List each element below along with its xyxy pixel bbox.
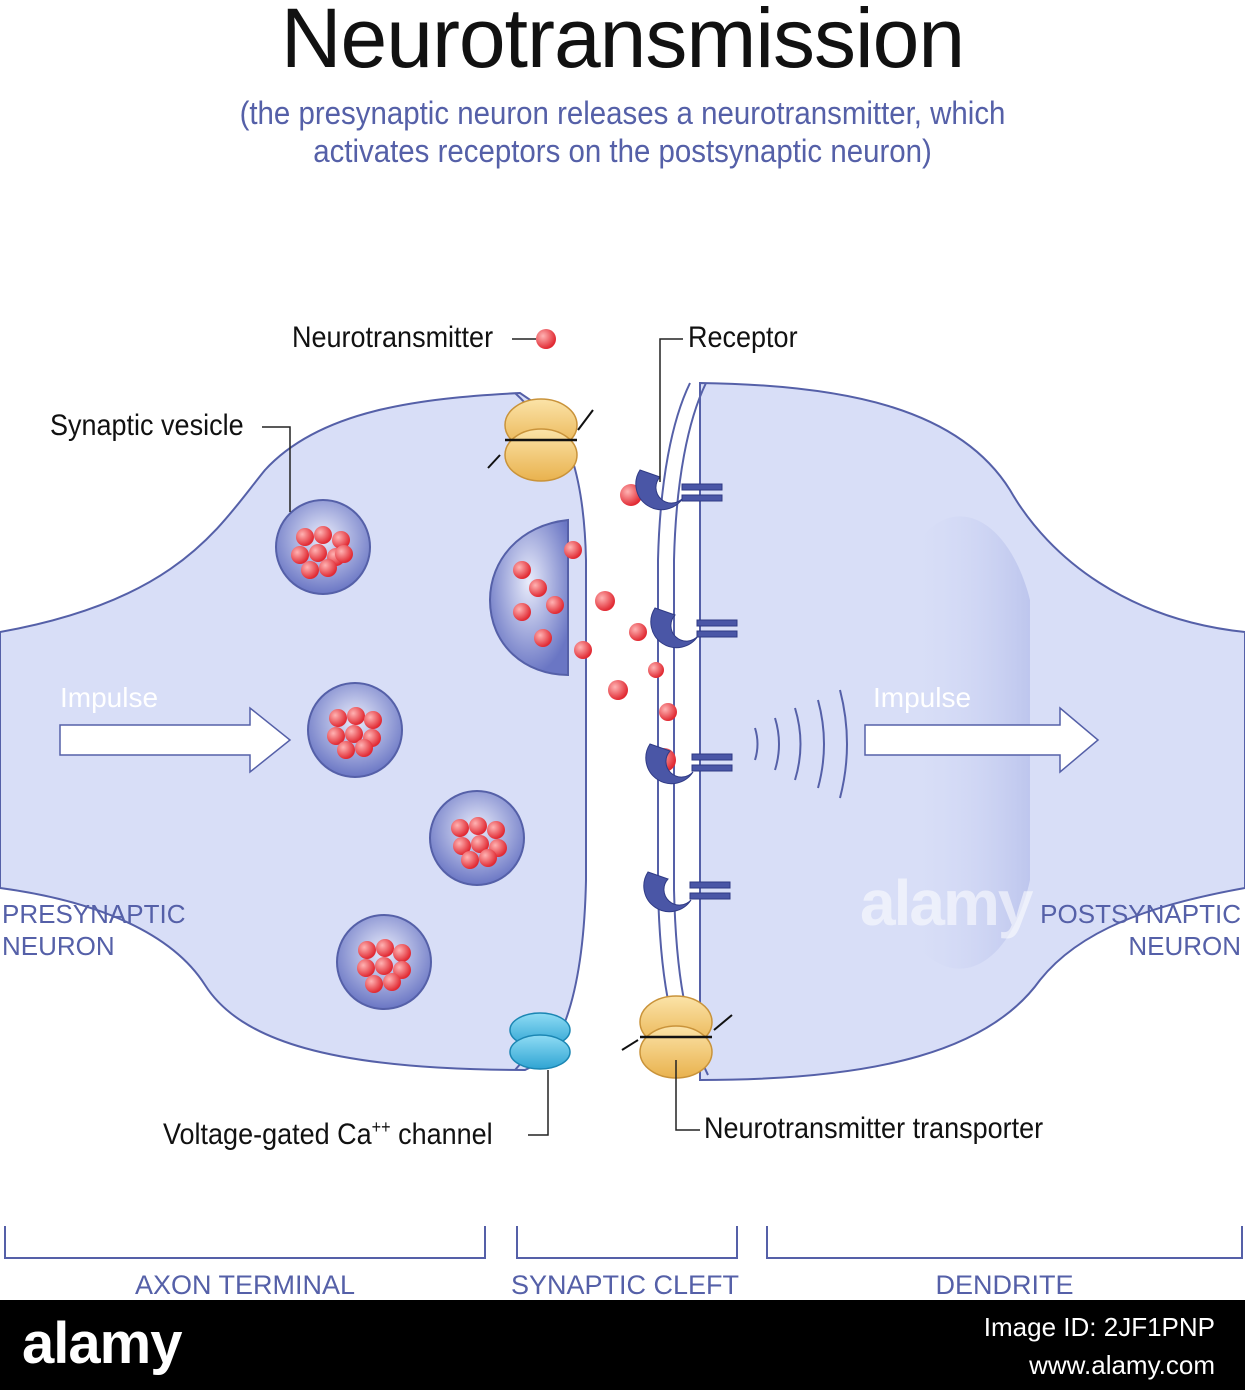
impulse-label-right: Impulse (873, 682, 972, 713)
postsynaptic-line-2: NEURON (1128, 931, 1241, 961)
footer-image-id: Image ID: 2JF1PNP (983, 1312, 1215, 1342)
synapse-illustration (0, 329, 1245, 1259)
synaptic-vesicle-label: Synaptic vesicle (50, 409, 244, 442)
diagram-title: Neurotransmission (280, 0, 965, 85)
calcium-channel-label-prefix: Voltage-gated Ca (163, 1118, 372, 1151)
presynaptic-neuron-label: PRESYNAPTIC NEURON (2, 898, 186, 962)
calcium-channel (509, 1012, 571, 1070)
presynaptic-line-1: PRESYNAPTIC (2, 899, 186, 929)
postsynaptic-line-1: POSTSYNAPTIC (1040, 899, 1241, 929)
calcium-channel-label: Voltage-gated Ca++ channel (163, 1117, 493, 1152)
subtitle-line-1: (the presynaptic neuron releases a neuro… (239, 95, 1006, 131)
calcium-channel-label-sup: ++ (371, 1117, 391, 1137)
watermark: alamy (860, 867, 1033, 939)
footer-bar: alamy Image ID: 2JF1PNP www.alamy.com (0, 1300, 1245, 1390)
signal-waves (754, 689, 848, 799)
neurotransmitter-particles (291, 329, 677, 993)
footer-brand-logo: alamy (22, 1311, 182, 1376)
postsynaptic-neuron-label: POSTSYNAPTIC NEURON (1040, 898, 1241, 962)
impulse-arrow-left (59, 706, 292, 774)
dendrite-label: DENDRITE (935, 1270, 1074, 1300)
impulse-label-left: Impulse (60, 682, 159, 713)
axon-terminal-label: AXON TERMINAL (134, 1270, 356, 1300)
receptor-label: Receptor (688, 321, 798, 354)
transporter-label: Neurotransmitter transporter (704, 1112, 1044, 1145)
subtitle-line-2: activates receptors on the postsynaptic … (313, 133, 932, 169)
synaptic-cleft-label: SYNAPTIC CLEFT (510, 1270, 740, 1300)
receptors (635, 469, 738, 913)
leader-lines (262, 338, 700, 1136)
footer-url: www.alamy.com (1029, 1350, 1215, 1380)
diagram-subtitle: (the presynaptic neuron releases a neuro… (50, 94, 1195, 170)
impulse-arrow-right (864, 706, 1100, 774)
neurotransmitter-transporters (487, 398, 733, 1079)
neurotransmitter-label: Neurotransmitter (292, 321, 494, 354)
section-brackets (4, 1226, 1243, 1259)
presynaptic-line-2: NEURON (2, 931, 115, 961)
calcium-channel-label-suffix: channel (390, 1118, 493, 1151)
